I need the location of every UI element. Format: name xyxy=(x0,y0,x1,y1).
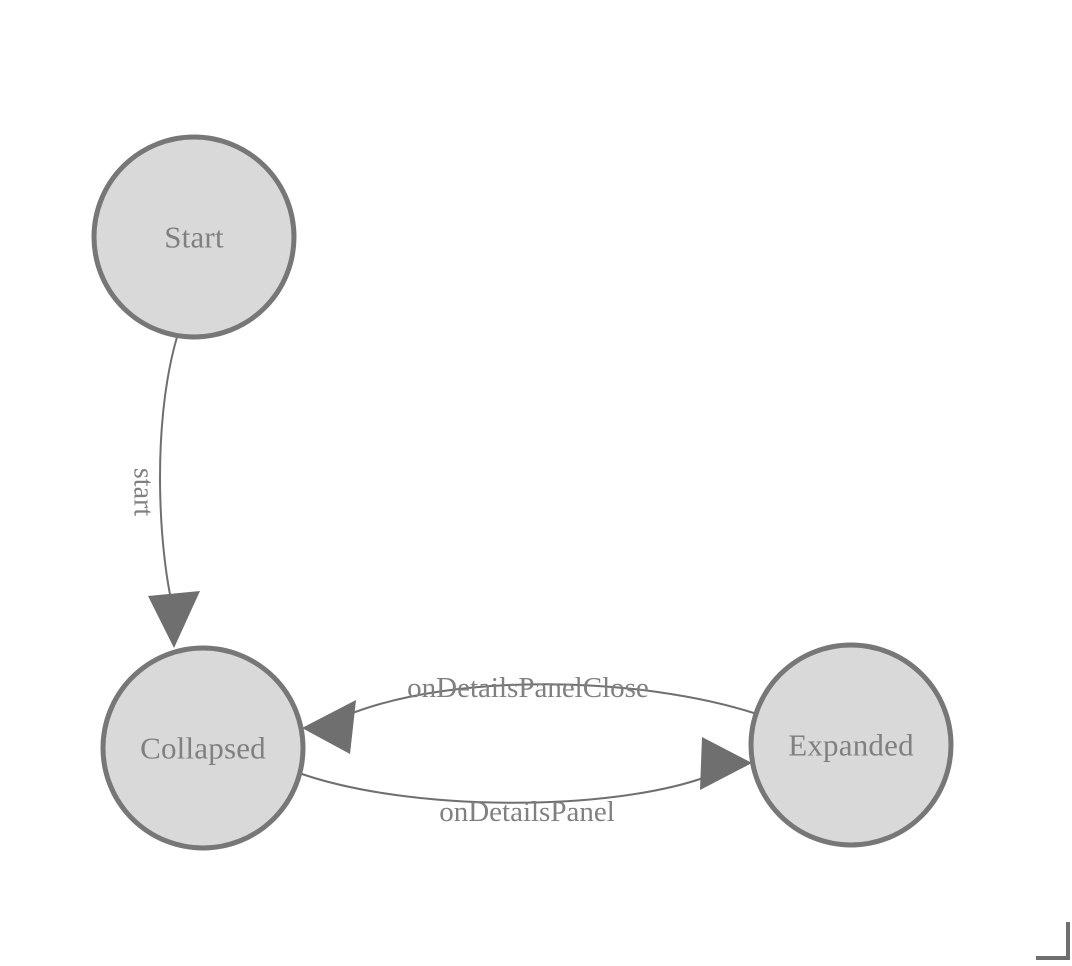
resize-handle[interactable] xyxy=(1036,922,1070,960)
node-collapsed[interactable]: Collapsed xyxy=(100,645,306,851)
edge-label-on-details-panel-close: onDetailsPanelClose xyxy=(407,672,649,704)
node-label-collapsed: Collapsed xyxy=(140,731,266,766)
node-circle-expanded xyxy=(748,642,954,848)
arrowhead-expanded-to-collapsed xyxy=(302,700,356,754)
node-expanded[interactable]: Expanded xyxy=(748,642,954,848)
edge-expanded-to-collapsed[interactable]: onDetailsPanelClose xyxy=(302,672,758,754)
edge-collapsed-to-expanded[interactable]: onDetailsPanel xyxy=(298,737,752,828)
node-circle-start xyxy=(91,134,297,340)
edge-path-collapsed-to-expanded xyxy=(298,772,707,804)
node-circle-collapsed xyxy=(100,645,306,851)
node-label-start: Start xyxy=(164,220,224,255)
arrowhead-start-to-collapsed xyxy=(148,591,200,648)
node-start[interactable]: Start xyxy=(91,134,297,340)
node-label-expanded: Expanded xyxy=(788,728,914,763)
edge-start-to-collapsed[interactable]: start xyxy=(128,336,201,648)
edge-label-start: start xyxy=(128,468,159,516)
edge-label-on-details-panel: onDetailsPanel xyxy=(439,796,615,828)
arrowhead-collapsed-to-expanded xyxy=(700,737,752,790)
edge-path-expanded-to-collapsed xyxy=(344,683,758,717)
edge-path-start-to-collapsed xyxy=(159,336,178,613)
